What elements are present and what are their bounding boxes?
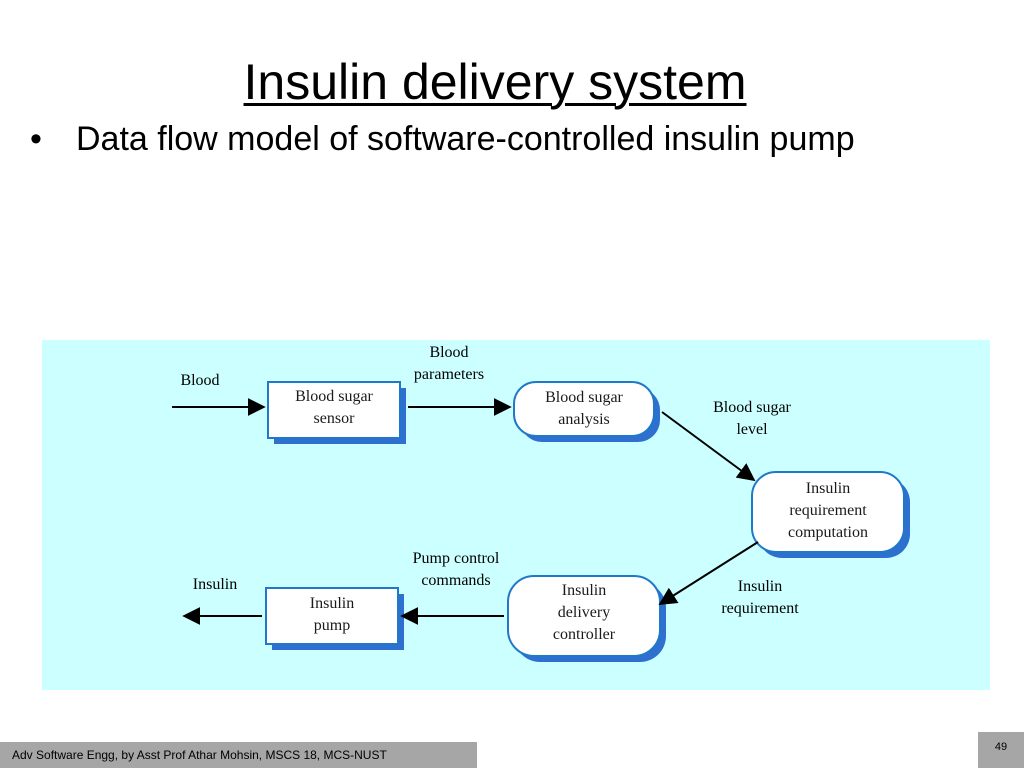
flow-label-insulin-out: Insulin xyxy=(192,576,238,593)
bullet-text: Data flow model of software-controlled i… xyxy=(76,120,855,158)
node-blood-sugar-analysis xyxy=(513,381,660,442)
node-insulin-pump xyxy=(265,587,404,650)
node-label-insulin-requirement-computation: Insulin requirement computation xyxy=(788,480,868,541)
flow-label-blood-sugar-level: Blood sugar level xyxy=(713,399,791,438)
arrow-blood-sugar-level xyxy=(661,411,756,482)
node-label-insulin-pump: Insulin pump xyxy=(309,595,355,634)
node-label-blood-sugar-analysis: Blood sugar analysis xyxy=(545,389,623,428)
data-flow-diagram: Blood sugar sensor Blood sugar analysis … xyxy=(42,340,990,690)
node-insulin-requirement-computation xyxy=(751,471,910,558)
flow-label-pump-control-commands: Pump control commands xyxy=(412,550,500,589)
node-box xyxy=(507,575,661,657)
page-number: 49 xyxy=(978,732,1024,768)
node-box xyxy=(513,381,655,437)
flow-label-blood-parameters: Blood parameters xyxy=(413,344,485,383)
flow-label-insulin-requirement: Insulin requirement xyxy=(721,578,799,617)
node-blood-sugar-sensor xyxy=(267,381,406,444)
slide-footer: Adv Software Engg, by Asst Prof Athar Mo… xyxy=(0,742,477,768)
arrow-insulin-requirement xyxy=(658,541,759,605)
bullet-glyph: • xyxy=(30,120,42,158)
node-box xyxy=(267,381,401,439)
bullet-point: • Data flow model of software-controlled … xyxy=(30,117,855,161)
diagram-canvas xyxy=(172,381,910,662)
node-label-insulin-delivery-controller: Insulin delivery controller xyxy=(552,582,616,643)
flow-label-blood: Blood xyxy=(180,372,220,389)
node-box xyxy=(751,471,905,553)
node-box xyxy=(265,587,399,645)
node-insulin-delivery-controller xyxy=(507,575,666,662)
slide-title: Insulin delivery system xyxy=(243,54,747,110)
node-label-blood-sugar-sensor: Blood sugar sensor xyxy=(295,388,373,427)
